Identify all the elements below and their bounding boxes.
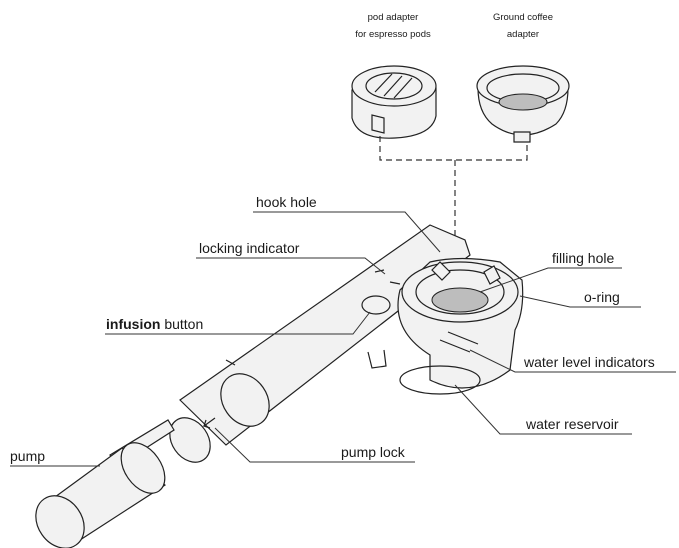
leader-infusion-button [105, 311, 371, 335]
leader-filling-hole [479, 267, 622, 293]
ground-adapter-drawing [476, 65, 570, 143]
label-pump: pump [10, 448, 45, 464]
pod-adapter-caption-line1: pod adapter [368, 12, 419, 23]
leader-water-reservoir [454, 384, 632, 435]
pod-adapter-caption-line2: for espresso pods [355, 29, 431, 40]
label-o-ring: o-ring [584, 289, 620, 305]
leader-locking-indicator [196, 257, 386, 275]
label-pump-lock: pump lock [341, 444, 406, 460]
espresso-device-drawing [35, 224, 524, 548]
ground-adapter-caption-line1: Ground coffee [493, 12, 553, 23]
leader-pump-lock [214, 427, 415, 463]
label-locking-indicator: locking indicator [199, 240, 300, 256]
label-water-level-indicators: water level indicators [523, 354, 655, 370]
label-hook-hole: hook hole [256, 194, 317, 210]
label-infusion-button: infusion button [106, 316, 203, 332]
leader-hook-hole [253, 211, 441, 253]
leader-water-level [469, 349, 676, 373]
label-infusion-rest: button [160, 316, 203, 332]
label-filling-hole: filling hole [552, 250, 614, 266]
leader-o-ring [519, 295, 641, 308]
ground-adapter-caption-line2: adapter [507, 29, 539, 40]
label-water-reservoir: water reservoir [525, 416, 619, 432]
label-infusion-bold: infusion [106, 316, 160, 332]
pod-adapter-drawing [351, 65, 437, 139]
